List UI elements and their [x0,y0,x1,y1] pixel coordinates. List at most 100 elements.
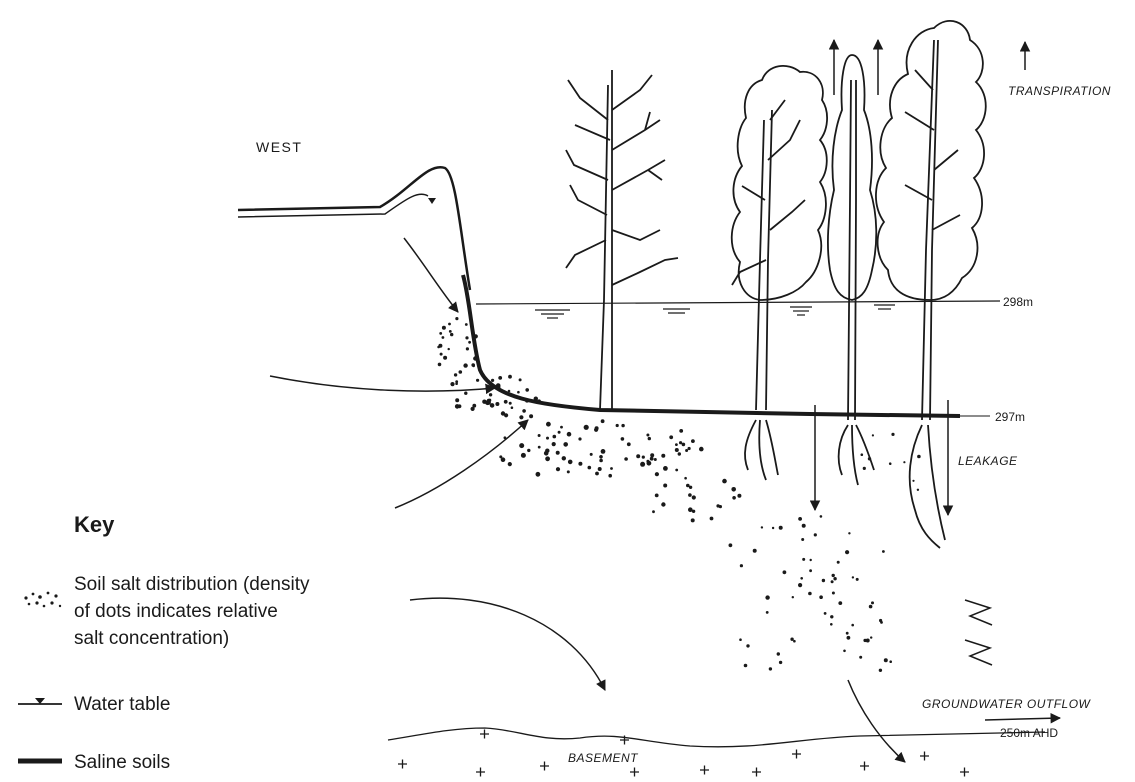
salt-dot [553,435,557,439]
salt-dot [655,494,659,498]
salt-dot [578,437,581,440]
key-saline-soils-label: Saline soils [74,752,170,773]
key-salt-line2: of dots indicates relative [74,601,278,622]
salt-dot [761,526,763,528]
key-salt-line1: Soil salt distribution (density [74,574,310,595]
salt-dot [438,363,442,367]
salt-dot [661,502,665,506]
groundwater-outflow-label: GROUNDWATER OUTFLOW [922,697,1092,711]
salt-dot [495,402,499,406]
salt-dot [679,429,683,433]
salt-dot [793,640,796,643]
salt-dot [474,334,478,338]
salt-dot [568,460,573,465]
salt-dot [608,474,612,478]
salt-dot [872,434,874,436]
salt-dot [527,449,530,452]
salt-dot [808,592,812,596]
deep-flow-arrow [410,598,605,690]
salt-dot [440,353,443,356]
salt-dot [464,392,467,395]
salt-dot [746,644,749,647]
salt-dot [802,524,806,528]
salt-dot [454,373,457,376]
ground-surface-line-lower [238,194,428,217]
salt-dot [779,661,782,664]
salt-dot [851,624,854,627]
groundwater-outflow-arrow [985,718,1060,720]
salt-dot [546,422,551,427]
salt-dot [529,414,533,418]
salt-dot [769,667,772,670]
salt-dot [525,399,529,403]
salt-dot [852,576,854,578]
salt-dot [450,382,454,386]
salt-dot [663,484,667,488]
salt-dot [917,489,919,491]
outflow-arrow [848,680,905,762]
salt-dot [627,442,631,446]
salt-dot [567,432,572,437]
salt-dot [650,453,654,457]
salt-dot [744,664,748,668]
salt-dot [616,424,619,427]
salt-dot [588,466,592,470]
salt-dot [663,466,668,471]
salt-dot [650,457,654,461]
salt-dot [832,574,835,577]
salt-dot [871,601,874,604]
salt-dot [861,453,864,456]
salt-dot [519,443,524,448]
salt-dot [822,579,825,582]
salt-dot [610,467,613,470]
inflow-arrow-2 [270,376,495,391]
salt-dot [824,612,827,615]
salt-dot [866,639,870,643]
salt-dot [891,433,894,436]
water-symbols [535,305,895,318]
salt-dot [830,615,833,618]
salt-dot [917,455,921,459]
salt-dot [765,595,769,599]
salt-dot [459,370,463,374]
salt-dot [798,517,802,521]
salt-dot [636,454,640,458]
salt-dot [471,407,475,411]
salt-dot [691,518,695,522]
salt-dot [837,561,840,564]
salt-dot [536,472,541,477]
salt-dot [578,462,582,466]
salt-dot [903,461,905,463]
salt-dot [884,658,888,662]
salt-dot [684,477,687,480]
salt-dot [688,507,693,512]
salt-dot [522,409,526,413]
salt-dot [552,442,556,446]
salt-dot [465,336,468,339]
salt-dot [848,532,850,534]
salt-dot [772,527,774,529]
level-298-label: 298m [1003,295,1033,309]
salt-dot [601,419,605,423]
salt-dot [682,443,686,447]
salt-dot [685,449,688,452]
salt-dot [455,404,460,409]
basement-line [388,728,1045,747]
salt-dot [598,467,602,471]
salt-dot [879,669,882,672]
salt-dot [859,656,862,659]
salt-dot [679,441,682,444]
basement-label: BASEMENT [568,751,639,765]
salt-dot [809,569,812,572]
salt-dot [669,435,673,439]
salt-dot [882,550,885,553]
salt-dot [790,638,793,641]
salt-dot [688,447,691,450]
salt-dot [646,460,649,463]
salt-dot [719,505,722,508]
salt-dot [599,459,603,463]
salt-dot [450,333,453,336]
salt-dot [732,496,736,500]
salt-dot [538,434,541,437]
